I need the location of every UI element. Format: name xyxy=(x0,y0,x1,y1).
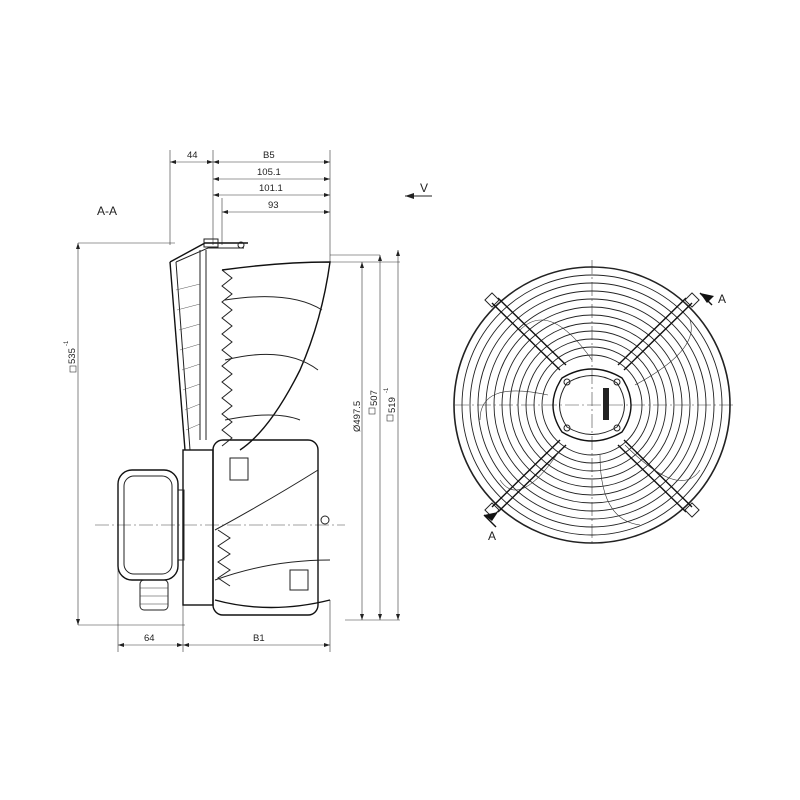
view-label: V xyxy=(420,181,428,195)
guard-ring xyxy=(453,266,731,544)
dim-dia-497-5: Ø497.5 xyxy=(352,401,363,432)
guard-struts xyxy=(484,292,700,518)
guard-ring xyxy=(517,330,667,480)
guard-ring xyxy=(469,282,715,528)
impeller-side xyxy=(214,261,331,609)
left-dimension: 535 -1 xyxy=(64,242,185,626)
section-marker-a-bottom: A xyxy=(483,512,498,543)
right-dimensions: Ø497.5 507 519 -1 xyxy=(330,250,400,621)
guard-ring xyxy=(461,274,723,536)
dim-535: 535 xyxy=(67,348,78,364)
dim-b5: B5 xyxy=(263,150,275,161)
dim-44: 44 xyxy=(187,150,198,161)
dim-105-1: 105.1 xyxy=(257,167,281,178)
guard-ring xyxy=(533,346,651,464)
dim-535-tol: -1 xyxy=(64,340,70,346)
section-marker-top: A xyxy=(718,292,726,306)
dim-64: 64 xyxy=(144,633,155,644)
top-dimensions: 44 B5 105.1 101.1 93 xyxy=(169,150,331,262)
guard-ring xyxy=(485,298,699,512)
guard-ring xyxy=(501,314,683,496)
guard-ring xyxy=(493,306,691,504)
guard-profile xyxy=(169,238,248,451)
guard-ring xyxy=(541,354,643,456)
guard-rings xyxy=(453,266,731,544)
dim-519: 519 xyxy=(387,397,398,413)
guard-ring xyxy=(509,322,675,488)
fan-blades-front xyxy=(479,319,701,526)
dim-101-1: 101.1 xyxy=(259,183,283,194)
motor-housing xyxy=(117,439,330,616)
dim-93: 93 xyxy=(268,200,279,211)
section-marker-a-top: A xyxy=(699,292,726,306)
section-marker-bottom: A xyxy=(488,529,496,543)
guard-hatching xyxy=(175,283,201,431)
front-view: A A xyxy=(453,260,735,545)
dim-507: 507 xyxy=(369,390,380,406)
guard-ring xyxy=(477,290,707,520)
guard-ring xyxy=(525,338,659,472)
view-arrow-v: V xyxy=(405,181,432,199)
dim-519-tol: -1 xyxy=(384,387,390,393)
dim-b1: B1 xyxy=(253,633,265,644)
side-view: 44 B5 105.1 101.1 93 A-A V 535 -1 xyxy=(64,150,432,652)
hub xyxy=(552,368,632,442)
section-label: A-A xyxy=(97,204,117,218)
